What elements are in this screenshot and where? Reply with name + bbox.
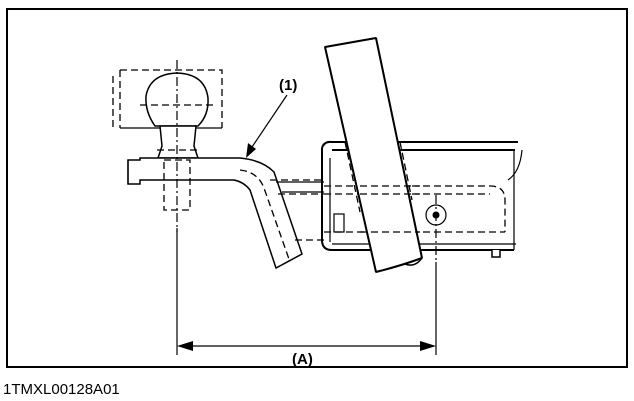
callout-1-leader — [246, 94, 288, 158]
figure-frame — [6, 8, 628, 368]
hitch-assembly — [112, 60, 324, 270]
dimension-a — [176, 228, 437, 355]
callout-1-label: (1) — [279, 77, 297, 94]
frame-pin — [425, 195, 447, 262]
dimension-a-label: (A) — [292, 351, 313, 368]
frame-overlay — [360, 185, 420, 233]
figure-code: 1TMXL00128A01 — [3, 381, 120, 398]
lift-arm — [324, 37, 423, 273]
